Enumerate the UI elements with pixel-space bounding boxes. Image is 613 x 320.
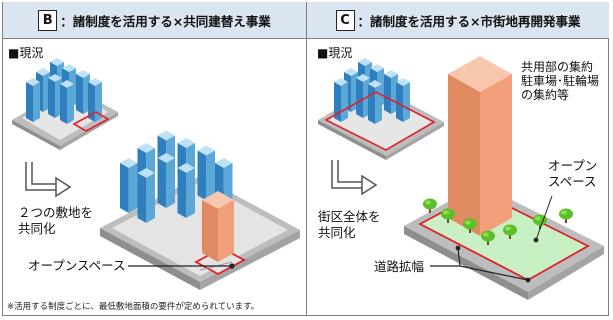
panel-divider — [306, 2, 307, 316]
c-after-block — [404, 56, 604, 300]
b-merge-arrow-icon — [25, 162, 72, 198]
c-road-widening-label: 道路拡幅 — [374, 259, 425, 274]
c-shared-label-line2: 駐車場･駐輪場 — [521, 74, 600, 88]
c-shared-label-line3: の集約等 — [521, 88, 570, 102]
b-merged-tower — [202, 191, 234, 262]
c-current-block — [318, 58, 444, 160]
c-merge-arrow-icon — [331, 160, 378, 196]
c-current-label: ■現況 — [317, 46, 353, 60]
b-current-site-outline — [72, 111, 110, 132]
panel-b-title: ：諸制度を活用する×共同建替え事業 — [60, 13, 271, 29]
c-current-site-outline — [324, 91, 436, 151]
b-merge-label-line1: ２つの敷地を — [18, 205, 94, 220]
c-high-rise-tower — [448, 56, 512, 236]
c-open-space-line1: オープン — [548, 158, 598, 173]
panel-c-header: C ：諸制度を活用する×市街地再開発事業 — [307, 2, 609, 39]
panel-c-title: ：諸制度を活用する×市街地再開発事業 — [357, 13, 581, 29]
b-after-block — [100, 130, 300, 290]
b-footnote: ※活用する制度ごとに、最低敷地面積の要件が定められています。 — [7, 302, 260, 312]
c-shared-label-line1: 共用部の集約 — [521, 60, 594, 74]
b-current-label: ■現況 — [8, 46, 44, 60]
b-merge-label-line2: 共同化 — [18, 221, 56, 236]
panel-b-badge: B — [38, 9, 58, 31]
b-current-block — [12, 58, 118, 150]
c-block-label-line1: 街区全体を — [318, 209, 381, 224]
panel-c-badge: C — [335, 9, 355, 31]
c-open-space-line2: スペース — [548, 174, 597, 189]
c-block-label-line2: 共同化 — [318, 225, 356, 240]
panel-b-header: B ：諸制度を活用する×共同建替え事業 — [3, 2, 306, 39]
b-open-space-label: オープンスペース — [28, 258, 126, 273]
